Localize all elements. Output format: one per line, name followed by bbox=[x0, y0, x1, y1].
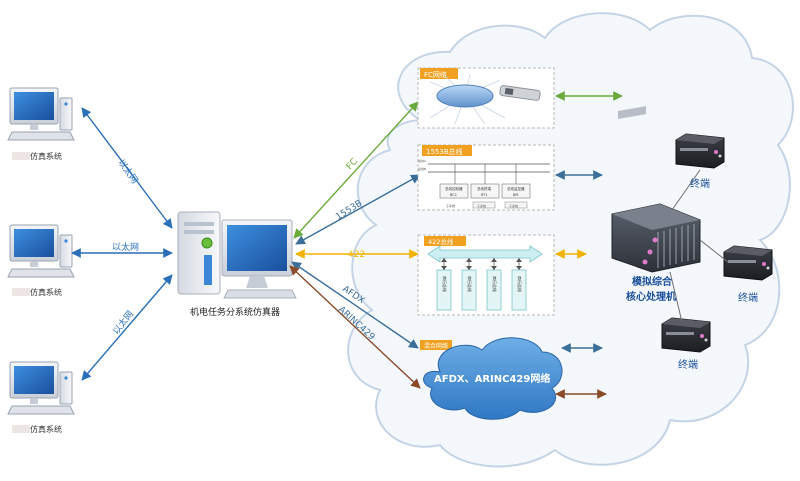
core-to-terminal-2 bbox=[699, 239, 729, 263]
core-label-line2: 核心处理机 bbox=[626, 290, 676, 303]
redacted-name-2 bbox=[12, 288, 30, 296]
afdx-cloud-label: AFDX、ARINC429网络 bbox=[434, 372, 550, 385]
core-to-terminal-3 bbox=[669, 271, 683, 323]
rs422-column-1: 串行总线 bbox=[442, 276, 448, 292]
terminal-3 bbox=[661, 317, 711, 353]
ethernet-link-1 bbox=[81, 107, 173, 229]
sim-system-label-3: 仿真系统 bbox=[30, 424, 62, 434]
redacted-name-3 bbox=[12, 425, 30, 433]
terminal-label-1: 终端 bbox=[690, 177, 710, 190]
bus1553-box-3-line1: 总线监控器 bbox=[507, 186, 525, 191]
bus1553-box-1-line2: BC1 bbox=[450, 193, 457, 197]
sim-pc-1 bbox=[7, 87, 75, 141]
terminal-2 bbox=[723, 245, 773, 281]
sim-system-label-1: 仿真系统 bbox=[30, 151, 62, 161]
bus1553-subbox-1: 子系统 bbox=[446, 203, 455, 208]
rs422-column-2: 串行总线 bbox=[467, 276, 473, 292]
sim-pc-2 bbox=[7, 224, 75, 278]
redacted-name-1 bbox=[12, 152, 30, 160]
ethernet-link-3 bbox=[81, 274, 173, 381]
rs422-column-3: 串行总线 bbox=[492, 276, 498, 292]
bus1553-panel bbox=[417, 144, 555, 211]
rs422-panel bbox=[417, 234, 555, 316]
arinc-link bbox=[289, 265, 421, 389]
afdx-panel-title: 混合网络 bbox=[424, 342, 448, 350]
rs422-panel-title: 422总线 bbox=[428, 237, 454, 246]
bus1553-box-1-line1: 总线控制器 bbox=[445, 186, 463, 191]
host-simulator bbox=[177, 211, 297, 299]
rs422-link-label: 422 bbox=[348, 250, 365, 260]
bus1553-subbox-3: 子系统 bbox=[509, 203, 518, 208]
bus1553-line-a: 总线A bbox=[418, 158, 427, 163]
bus1553-box-3-line2: BM bbox=[513, 193, 518, 197]
bus1553-box-2-line2: RT1 bbox=[481, 193, 488, 197]
afdx-panel bbox=[420, 337, 563, 420]
bus1553-panel-title: 1553B总线 bbox=[426, 147, 463, 156]
core-to-terminal-1 bbox=[671, 169, 701, 211]
sim-pc-3 bbox=[7, 361, 75, 415]
terminal-label-3: 终端 bbox=[678, 358, 698, 371]
bus1553-line-b: 总线B bbox=[418, 166, 426, 171]
fc-panel-title: FC网络 bbox=[424, 70, 447, 79]
fc-panel bbox=[417, 67, 555, 129]
ethernet-label-1: 以太网 bbox=[116, 157, 141, 186]
rs422-column-4: 串行总线 bbox=[517, 276, 523, 292]
core-processor-rack bbox=[611, 106, 701, 273]
terminal-1 bbox=[675, 133, 725, 169]
network-cloud bbox=[347, 12, 794, 468]
core-label-line1: 模拟综合 bbox=[632, 275, 673, 288]
host-label: 机电任务分系统仿真器 bbox=[190, 306, 280, 318]
sim-system-label-2: 仿真系统 bbox=[30, 287, 62, 297]
ethernet-label-2: 以太网 bbox=[112, 241, 139, 253]
bus1553-box-2-line1: 总线终端 bbox=[477, 186, 491, 191]
bus1553-link bbox=[295, 174, 421, 245]
bus1553-subbox-2: 子系统 bbox=[477, 203, 486, 208]
bus1553-link-label: 1553B bbox=[334, 199, 364, 223]
fc-link-label: FC bbox=[345, 157, 360, 172]
terminal-label-2: 终端 bbox=[738, 291, 758, 304]
